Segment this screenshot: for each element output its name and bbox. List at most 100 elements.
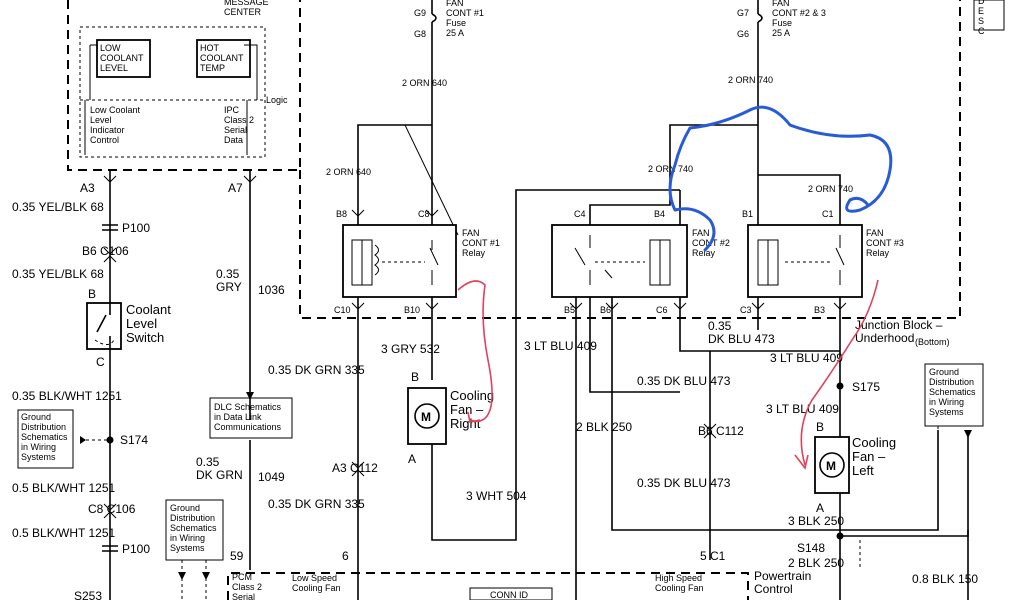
logic-box <box>79 26 266 158</box>
svg-text:2 ORN 740: 2 ORN 740 <box>808 184 853 194</box>
svg-text:2 ORN 640: 2 ORN 640 <box>326 167 371 177</box>
svg-text:0.35 YEL/BLK 68: 0.35 YEL/BLK 68 <box>12 200 104 214</box>
svg-text:G8: G8 <box>414 29 426 39</box>
svg-text:B: B <box>816 420 824 434</box>
svg-text:3 WHT 504: 3 WHT 504 <box>466 489 527 503</box>
svg-text:3 LT BLU 409: 3 LT BLU 409 <box>770 351 843 365</box>
red-annotation-right <box>457 280 493 423</box>
svg-text:B5: B5 <box>564 305 575 315</box>
coolant-level-switch <box>86 302 122 350</box>
svg-text:B10: B10 <box>404 305 420 315</box>
svg-text:A3: A3 <box>80 181 95 195</box>
svg-text:1036: 1036 <box>258 283 285 297</box>
svg-text:2 ORN 740: 2 ORN 740 <box>648 164 693 174</box>
svg-text:S148: S148 <box>797 541 825 555</box>
svg-text:2 BLK 250: 2 BLK 250 <box>576 420 632 434</box>
svg-text:0.35 DK BLU 473: 0.35 DK BLU 473 <box>637 476 731 490</box>
svg-text:S253: S253 <box>74 589 102 600</box>
svg-text:3 GRY 532: 3 GRY 532 <box>381 342 440 356</box>
svg-text:B6 C112: B6 C112 <box>698 424 744 438</box>
blue-annotation <box>668 105 893 252</box>
svg-text:0.8 BLK 150: 0.8 BLK 150 <box>912 572 978 586</box>
svg-text:A7: A7 <box>228 181 243 195</box>
svg-text:6: 6 <box>342 549 349 563</box>
left-harness: A3 0.35 YEL/BLK 68 P100 B6 C106 0.35 YEL… <box>12 170 171 600</box>
svg-text:59: 59 <box>230 549 244 563</box>
svg-text:2 BLK 250: 2 BLK 250 <box>788 556 844 570</box>
svg-text:0.35 DK GRN 335: 0.35 DK GRN 335 <box>268 497 365 511</box>
svg-text:CONN ID: CONN ID <box>490 590 529 600</box>
svg-text:C3: C3 <box>740 305 752 315</box>
low-coolant-level-lamp <box>96 39 151 78</box>
junction-block-outline <box>299 0 961 319</box>
red-annotation-left <box>794 279 879 470</box>
dk-grn-wire: 0.35 DK GRN 335 A3 C112 0.35 DK GRN 335 … <box>268 363 378 563</box>
svg-text:3 BLK 250: 3 BLK 250 <box>788 514 844 528</box>
svg-text:C10: C10 <box>334 305 351 315</box>
svg-text:0.35 BLK/WHT 1251: 0.35 BLK/WHT 1251 <box>12 389 122 403</box>
svg-text:3 LT BLU 409: 3 LT BLU 409 <box>524 339 597 353</box>
svg-text:B: B <box>88 287 96 301</box>
logic-label: Logic <box>266 95 288 105</box>
svg-text:2 ORN 640: 2 ORN 640 <box>402 78 447 88</box>
svg-text:S174: S174 <box>120 433 148 447</box>
svg-text:B3: B3 <box>814 305 825 315</box>
svg-text:B4: B4 <box>654 209 665 219</box>
svg-text:0.5 BLK/WHT 1251: 0.5 BLK/WHT 1251 <box>12 481 115 495</box>
svg-text:(Bottom): (Bottom) <box>915 337 950 347</box>
svg-text:C8: C8 <box>418 209 430 219</box>
svg-text:0.5 BLK/WHT 1251: 0.5 BLK/WHT 1251 <box>12 526 115 540</box>
svg-text:G6: G6 <box>737 29 749 39</box>
svg-text:C1: C1 <box>822 209 834 219</box>
svg-text:C4: C4 <box>574 209 586 219</box>
svg-text:0.35 DK GRN 335: 0.35 DK GRN 335 <box>268 363 365 377</box>
ground-schematics-box-1 <box>17 409 74 469</box>
svg-text:A: A <box>816 501 824 515</box>
svg-text:G7: G7 <box>737 8 749 18</box>
svg-text:A3 C112: A3 C112 <box>332 461 378 475</box>
svg-text:0.35 YEL/BLK 68: 0.35 YEL/BLK 68 <box>12 267 104 281</box>
svg-text:A: A <box>408 452 416 466</box>
svg-text:B1: B1 <box>742 209 753 219</box>
